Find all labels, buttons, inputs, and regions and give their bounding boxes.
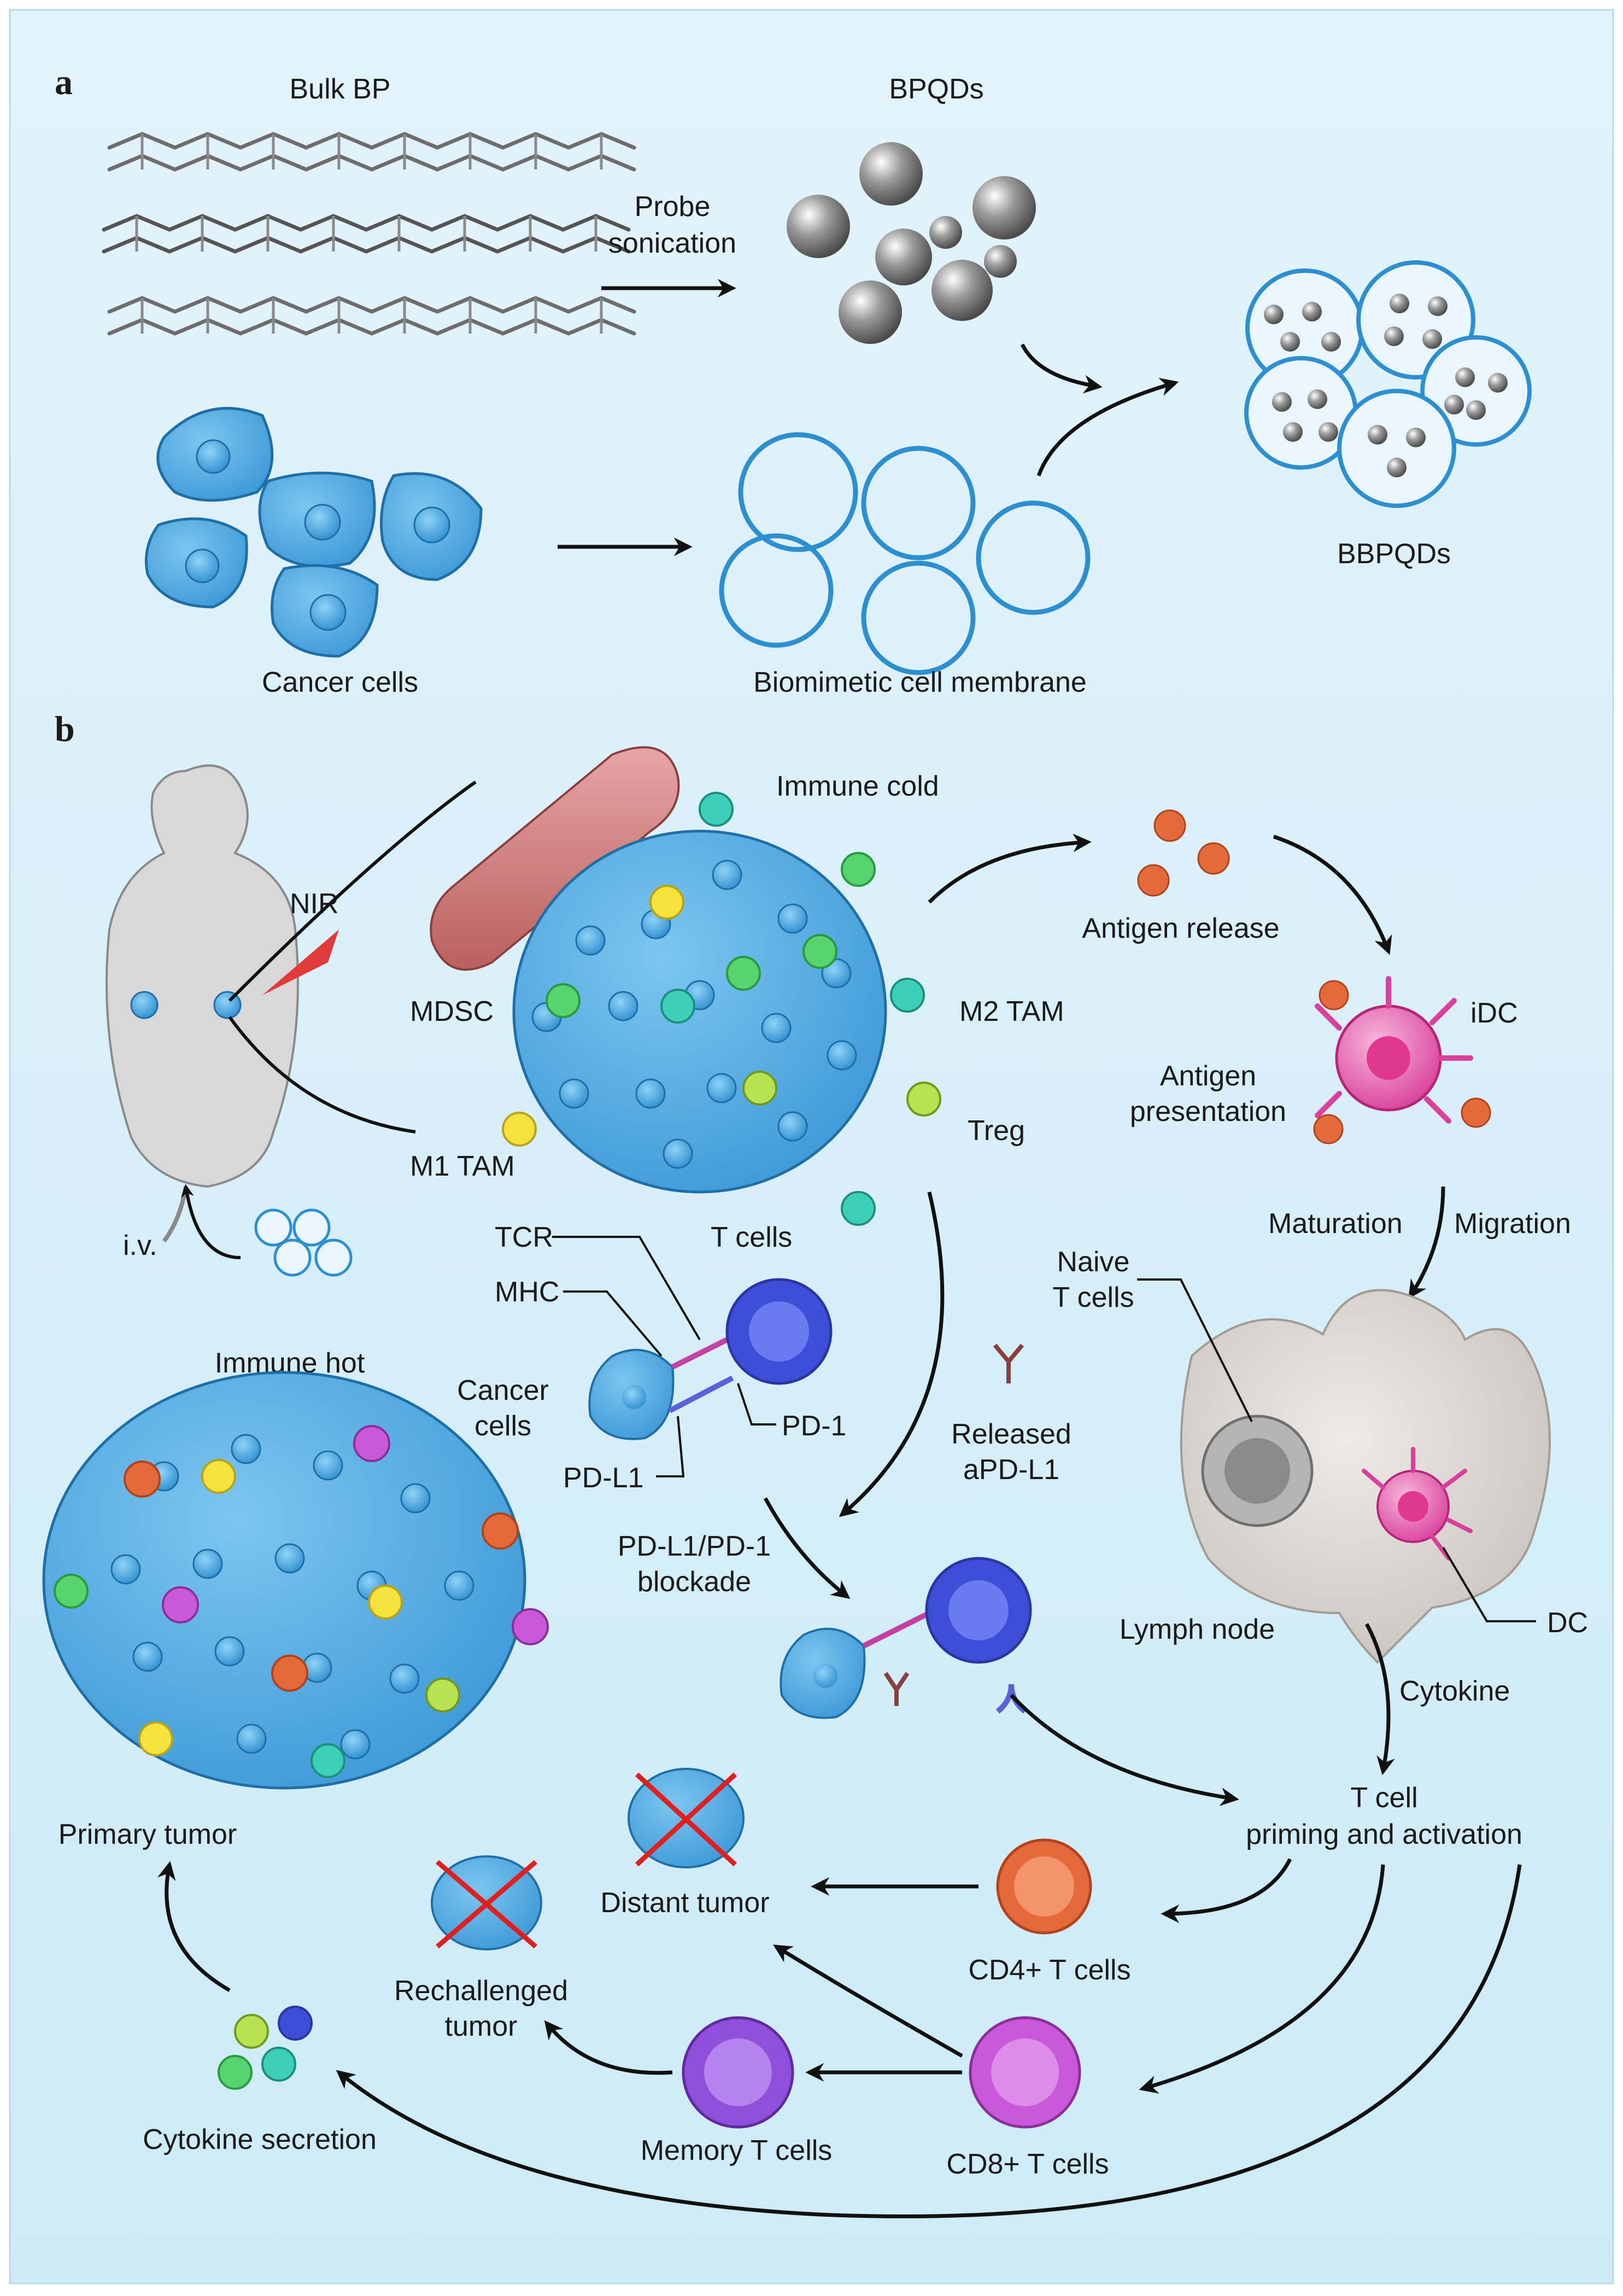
cytokine-to-primary-arrow [157, 1861, 231, 1993]
cd8-label: CD8+ T cells [946, 2148, 1109, 2180]
immune-cold-label: Immune cold [776, 770, 939, 802]
memory-t-cell [682, 2016, 794, 2129]
tcr-mhc-interaction [588, 1278, 833, 1440]
priming-line2: priming and activation [1246, 1819, 1522, 1850]
bbpqds-label: BBPQDs [1337, 538, 1451, 570]
cd4-label: CD4+ T cells [968, 1954, 1130, 1986]
membrane-to-bbpqd-arrow [1036, 378, 1179, 477]
lymph-to-priming-arrow [1364, 1623, 1395, 1775]
tumor-to-blockade-arrow [839, 1191, 945, 1517]
bulk-bp-pillars [135, 134, 603, 334]
bpqd-to-bbpqd-arrow [1020, 343, 1103, 394]
pd1-leader [737, 1383, 776, 1425]
tcr-leader [552, 1236, 701, 1341]
mhc-label: MHC [495, 1276, 559, 1308]
iv-label: i.v. [123, 1230, 157, 1261]
treg-label: Treg [968, 1115, 1025, 1147]
priming-to-cd8-arrow [1139, 1864, 1385, 2094]
mouse-illustration [106, 764, 339, 1243]
cd8-t-cell [969, 2016, 1081, 2129]
bpqds-label: BPQDs [889, 73, 983, 105]
mdsc-label: MDSC [410, 996, 494, 1027]
dc-cell [1362, 1447, 1473, 1561]
mouse-tumor-connector-bottom [228, 1016, 416, 1134]
cancer-cells-b-line2: cells [474, 1410, 531, 1442]
memory-to-rechallenged-arrow [544, 2020, 673, 2075]
antigen-to-idc-arrow [1273, 834, 1392, 955]
cancer-cells-label: Cancer cells [262, 667, 418, 698]
cytokine-secretion-label: Cytokine secretion [143, 2124, 377, 2155]
biomimetic-membranes [719, 432, 1091, 675]
immune-hot-tumor [42, 1371, 549, 1790]
idc-to-lymph-arrow [1408, 1186, 1445, 1299]
mhc-leader [563, 1290, 663, 1357]
cd8-to-distant-arrow [773, 1944, 963, 2058]
blockade-line1: PD-L1/PD-1 [618, 1530, 771, 1562]
membrane-label: Biomimetic cell membrane [753, 667, 1087, 698]
rechallenged-tumor [431, 1855, 542, 1950]
interaction-to-blockade-arrow [763, 1497, 851, 1599]
cd4-t-cell [996, 1838, 1092, 1935]
blood-vessel [430, 746, 680, 971]
iv-bbpqds [254, 1208, 353, 1277]
naive-t-cell [1201, 1415, 1314, 1527]
lymph-node-label: Lymph node [1120, 1614, 1275, 1645]
blockade-line2: blockade [637, 1566, 751, 1598]
panel-b-letter: b [55, 709, 75, 749]
dc-label: DC [1547, 1607, 1588, 1639]
distant-tumor [628, 1768, 745, 1868]
cytokine-particles [218, 2006, 313, 2090]
cancer-cell-nuclei [185, 439, 450, 631]
cytokine-label: Cytokine [1399, 1675, 1510, 1707]
naive-t-cells-line2: T cells [1052, 1282, 1134, 1313]
bulk-bp-structure [102, 132, 636, 336]
primary-tumor-label: Primary tumor [58, 1819, 237, 1850]
distant-tumor-label: Distant tumor [600, 1887, 769, 1919]
panel-a-letter: a [55, 62, 73, 102]
antigen-presentation-line2: presentation [1130, 1096, 1286, 1127]
released-apdl1-line2: aPD-L1 [963, 1454, 1059, 1486]
antigen-release-label: Antigen release [1082, 913, 1279, 944]
iv-injection-arrow [181, 1184, 241, 1259]
pdl1-leader [656, 1416, 685, 1477]
migration-label: Migration [1454, 1208, 1571, 1240]
released-apdl1-line1: Released [951, 1418, 1071, 1450]
rechallenged-line1: Rechallenged [394, 1975, 568, 2007]
priming-to-cytokine-arrow [336, 1864, 1522, 2218]
antigen-particles [1137, 809, 1230, 897]
m2-tam-label: M2 TAM [959, 996, 1064, 1027]
priming-to-cd4-arrow [1161, 1858, 1292, 1923]
antibody-icon [993, 1343, 1024, 1383]
pd1-label: PD-1 [782, 1410, 846, 1442]
bpqd-particles [787, 142, 1036, 344]
m1-tam-label: M1 TAM [410, 1150, 515, 1182]
antigen-presentation-line1: Antigen [1160, 1060, 1256, 1092]
bbpqd-cores [1264, 294, 1508, 477]
idc-cell [1313, 976, 1491, 1144]
bulk-bp-label: Bulk BP [290, 73, 391, 105]
lymph-node [1180, 1289, 1551, 1664]
rechallenged-line2: tumor [445, 2011, 518, 2042]
naive-leader-line [1137, 1278, 1253, 1422]
naive-t-cells-line1: Naive [1057, 1246, 1130, 1278]
pdl1-label: PD-L1 [563, 1462, 643, 1494]
maturation-label: Maturation [1268, 1208, 1403, 1240]
t-cells-label: T cells [711, 1222, 792, 1253]
cancer-cells-b-line1: Cancer [457, 1375, 549, 1406]
probe-label-line1: Probe [635, 191, 711, 223]
blockade-to-priming-arrow [1010, 1693, 1239, 1806]
tumor-to-antigen-arrow [928, 833, 1092, 904]
mouse-tumor-connector-top [228, 780, 477, 1002]
probe-label-line2: sonication [608, 227, 736, 259]
idc-label: iDC [1470, 997, 1518, 1029]
dc-leader-line [1442, 1546, 1536, 1622]
immune-cold-tumor [502, 792, 941, 1226]
tcr-label: TCR [495, 1222, 553, 1253]
memory-label: Memory T cells [641, 2135, 833, 2166]
priming-line1: T cell [1350, 1782, 1417, 1814]
